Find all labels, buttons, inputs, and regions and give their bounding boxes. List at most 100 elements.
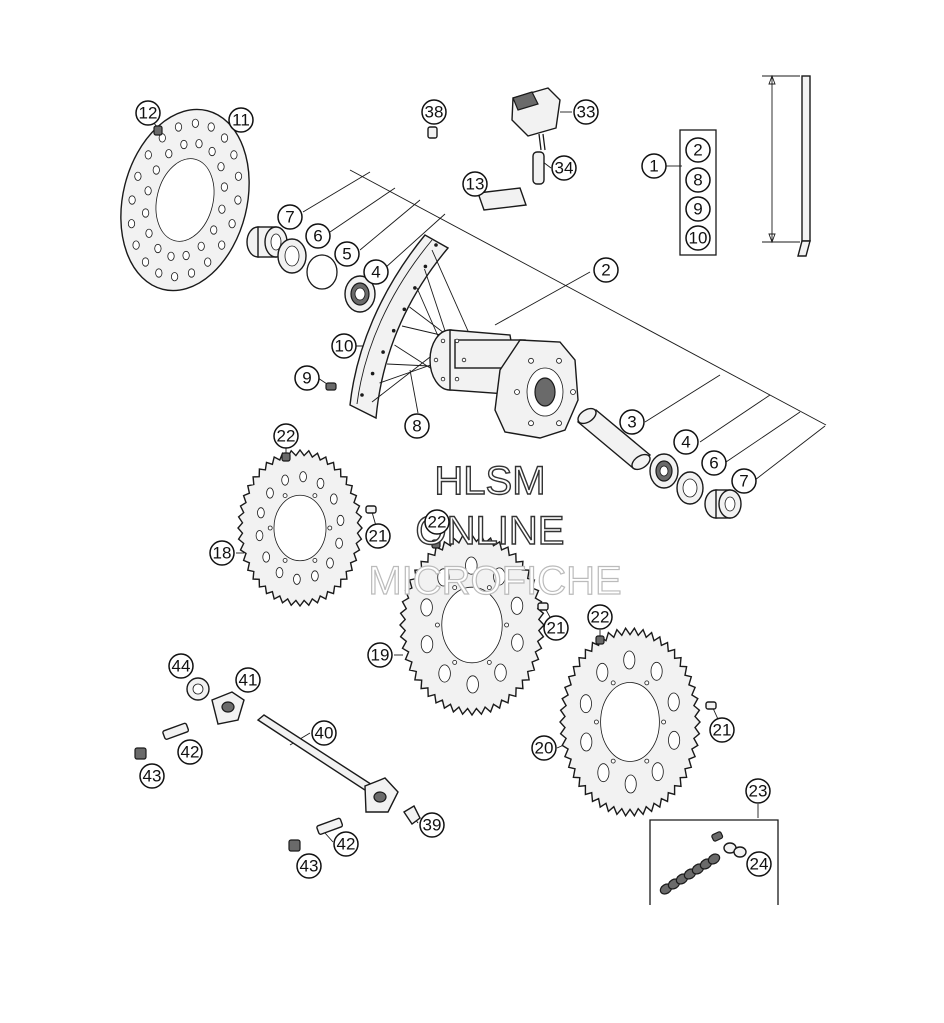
hub-hole <box>440 376 446 382</box>
kit-box <box>679 129 717 256</box>
watermark-line-3: MICROFICHE <box>368 559 621 603</box>
sprocket-hole <box>668 730 681 750</box>
disc-hole <box>234 171 243 181</box>
callout-22-b: 22 <box>424 509 450 535</box>
callout-18: 18 <box>209 540 235 566</box>
sprocket-bolt-hole <box>486 660 492 665</box>
chain-part <box>659 853 721 895</box>
sprocket-hole <box>511 633 524 652</box>
disc-hole <box>171 272 179 282</box>
sprocket-hole <box>262 551 271 563</box>
sprocket-bolt-hole <box>327 525 333 531</box>
callout-41-label: 41 <box>239 671 258 690</box>
sprocket-hole <box>316 477 325 489</box>
disc-hole <box>228 219 236 229</box>
adjuster-screw-right-part <box>316 817 344 835</box>
sleeve-34-part <box>532 151 545 185</box>
sprocket-hole <box>667 692 680 712</box>
sprocket-hole <box>494 663 507 682</box>
rim-hole <box>423 264 428 269</box>
callout-12-label: 12 <box>139 104 158 123</box>
callout-40-label: 40 <box>315 724 334 743</box>
callout-3: 3 <box>619 409 645 435</box>
sprocket-hole <box>255 530 264 542</box>
sprocket-hole <box>420 635 434 654</box>
left-circlip-part <box>306 254 338 290</box>
sprocket-bolt-hole <box>661 719 666 725</box>
callout-21-a: 21 <box>365 523 391 549</box>
callout-22-c-label: 22 <box>591 608 610 627</box>
disc-hole <box>182 250 190 261</box>
callout-4-right-label: 4 <box>681 433 690 452</box>
callout-13: 13 <box>462 171 488 197</box>
callout-6-left: 6 <box>305 223 331 249</box>
callout-21-a-label: 21 <box>369 527 388 546</box>
disc-hole <box>128 195 136 205</box>
callout-43-b: 43 <box>296 853 322 879</box>
sprocket-bolts <box>281 452 717 710</box>
left-seal-part <box>277 238 307 274</box>
disc-hole <box>210 225 218 235</box>
sprocket-hole <box>293 573 301 585</box>
hub-hole <box>461 357 467 363</box>
callout-23: 23 <box>745 778 771 804</box>
callout-11-label: 11 <box>232 111 250 130</box>
sprocket-hole <box>438 664 451 683</box>
disc-bolt-part <box>153 125 163 136</box>
callout-44-label: 44 <box>172 657 191 676</box>
sprocket-hole <box>420 598 433 617</box>
sprocket-bolt-hole <box>452 585 458 590</box>
sprocket-bolt-hole <box>644 680 650 686</box>
hub-hole <box>454 338 460 344</box>
callout-5-left-label: 5 <box>342 245 351 264</box>
sprocket-hole <box>266 487 274 499</box>
rim-part <box>349 234 450 420</box>
disc-hole <box>144 186 152 196</box>
callout-7-right: 7 <box>731 468 757 494</box>
callout-1-9-label: 9 <box>693 200 702 219</box>
brake-disc-part <box>120 108 250 292</box>
sprocket-bolt-hole <box>610 680 616 686</box>
disc-hole <box>217 162 225 172</box>
disc-hole <box>127 219 136 229</box>
rim-hole <box>402 307 407 312</box>
sprocket-hole <box>275 567 284 579</box>
callout-10: 10 <box>331 333 357 359</box>
disc-hole <box>207 122 215 132</box>
callout-6-left-label: 6 <box>313 227 322 246</box>
rim-hole <box>391 328 396 333</box>
callout-41: 41 <box>235 667 261 693</box>
spoke-line <box>431 249 473 341</box>
disc-hole <box>152 165 160 175</box>
chain-adjuster-left-part <box>211 691 245 725</box>
callout-2-label: 2 <box>601 261 610 280</box>
callout-11: 11 <box>228 107 254 133</box>
callout-22-a-label: 22 <box>277 427 296 446</box>
callout-19-label: 19 <box>371 646 390 665</box>
sprocket-center-hole <box>600 682 660 762</box>
sprocket-hole <box>311 570 319 582</box>
rim-hole <box>381 350 385 354</box>
callout-42-b: 42 <box>333 831 359 857</box>
lock-nut-right-part <box>288 839 301 852</box>
sprocket-hole <box>465 556 478 575</box>
sprocket-hole <box>597 763 610 783</box>
callout-20-label: 20 <box>535 739 554 758</box>
rim-bolt-part <box>325 382 337 391</box>
disc-hole <box>208 146 216 157</box>
rim-hole <box>434 243 438 247</box>
callout-10-label: 10 <box>335 337 354 356</box>
callout-34: 34 <box>551 155 577 181</box>
disc-hole <box>230 150 238 160</box>
bolt-38-part <box>427 126 438 139</box>
callout-1-8-label: 8 <box>693 171 702 190</box>
sprocket-hole <box>257 507 265 519</box>
callout-1-10: 10 <box>685 225 711 251</box>
callout-3-label: 3 <box>627 413 636 432</box>
callout-22-c: 22 <box>587 604 613 630</box>
callout-23-label: 23 <box>749 782 768 801</box>
callout-43-b-label: 43 <box>300 857 319 876</box>
callout-6-right: 6 <box>701 450 727 476</box>
